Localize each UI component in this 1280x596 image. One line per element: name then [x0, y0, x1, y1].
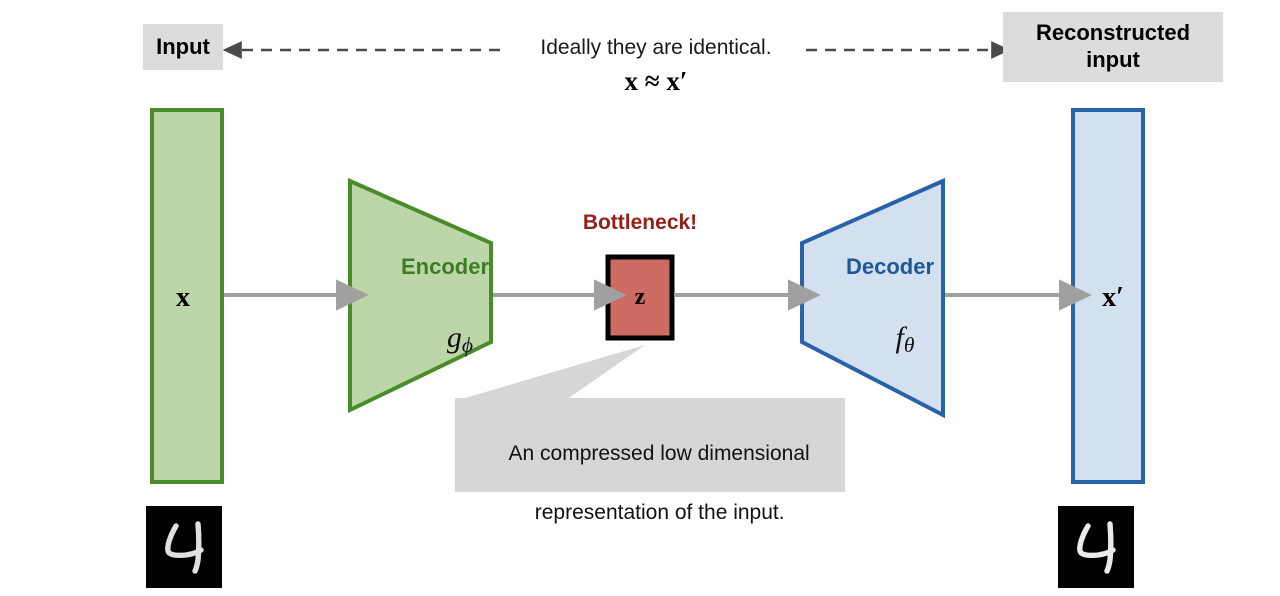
input-vector-label: x — [176, 282, 190, 313]
encoder-shape — [348, 177, 493, 414]
decoder-function-base: f — [895, 321, 904, 355]
encoder-function: gϕ — [355, 285, 535, 394]
latent-code-label: z — [634, 284, 646, 310]
reconstructed-line-2: input — [1086, 47, 1140, 72]
output-vector-label: x′ — [1102, 282, 1124, 313]
input-tag-label: Input — [143, 24, 223, 70]
decoder-shape — [800, 177, 945, 419]
ideally-identical-caption: Ideally they are identical. — [540, 36, 772, 59]
input-vector-block — [150, 108, 224, 484]
ideally-identical-equation: x ≈ x′ — [624, 66, 688, 96]
callout-bubble — [455, 345, 845, 492]
encoder-title: Encoder — [400, 254, 490, 279]
bottleneck-title: Bottleneck! — [582, 211, 698, 234]
decoder-function-subscript: θ — [903, 333, 915, 358]
input-digit-image — [146, 506, 222, 588]
callout-line-1: An compressed low dimensional — [508, 441, 810, 465]
encoder-function-subscript: ϕ — [461, 333, 474, 358]
decoder-function: fθ — [800, 285, 980, 394]
callout-text: An compressed low dimensional representa… — [452, 409, 844, 558]
encoder-function-base: g — [446, 321, 462, 355]
reconstructed-input-tag-label: Reconstructed input — [1003, 12, 1223, 82]
reconstructed-digit-image — [1058, 506, 1134, 588]
decoder-title: Decoder — [845, 254, 935, 279]
callout-line-2: representation of the input. — [534, 501, 785, 525]
reconstructed-line-1: Reconstructed — [1035, 20, 1191, 46]
